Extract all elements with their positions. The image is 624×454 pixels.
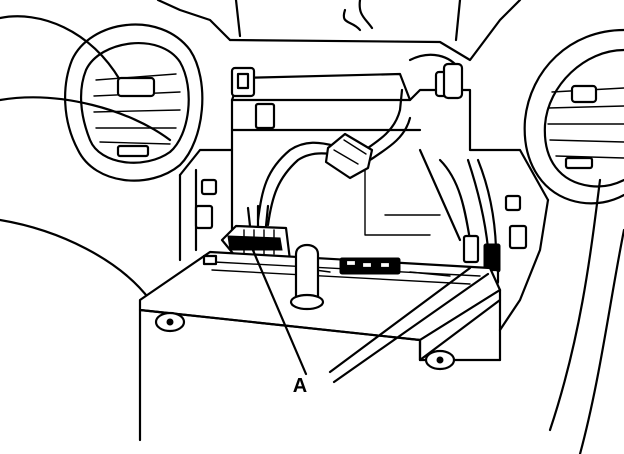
callout-lines xyxy=(250,246,490,384)
connector-icon xyxy=(324,62,464,180)
console-opening xyxy=(178,66,550,262)
radio-unit-icon xyxy=(138,243,502,442)
antenna-lead-icon xyxy=(438,158,501,286)
wiring-harness-icon xyxy=(256,0,462,227)
screw-left-icon xyxy=(154,311,186,333)
callout-label-a: A xyxy=(293,375,307,397)
screw-right-icon xyxy=(424,349,456,371)
air-vent-left-icon xyxy=(64,23,204,182)
air-vent-right-icon xyxy=(523,28,624,205)
